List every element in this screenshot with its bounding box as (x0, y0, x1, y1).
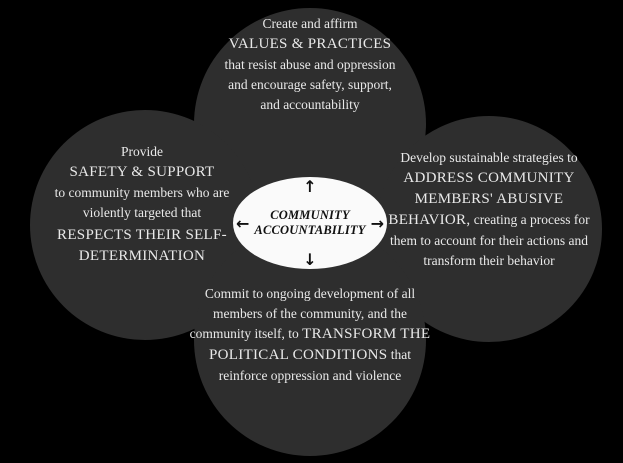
top-emphasis-text: VALUES & PRACTICES (228, 36, 392, 52)
text-address-behavior: Develop sustainable strategies to ADDRES… (381, 148, 597, 271)
text-transform-conditions: Commit to ongoing development of all mem… (185, 284, 435, 386)
center-row: ← COMMUNITY ACCOUNTABILITY → (236, 208, 384, 238)
center-title-line2: ACCOUNTABILITY (254, 223, 366, 237)
bottom-post-text: that reinforce oppression and violence (218, 347, 411, 383)
bottom-pre-text: Commit to ongoing development of all mem… (189, 286, 416, 341)
right-post-text: creating a process for them to account f… (390, 212, 590, 268)
text-safety-support: Provide SAFETY & SUPPORT to community me… (32, 142, 252, 267)
text-values-practices: Create and affirm VALUES & PRACTICES tha… (205, 14, 415, 115)
arrow-right-icon: → (370, 213, 384, 233)
center-ellipse: ↑ ← COMMUNITY ACCOUNTABILITY → ↓ (233, 177, 387, 269)
bottom-emphasis-text: TRANSFORM THE POLITICAL CONDITIONS (209, 326, 431, 363)
center-title-line1: COMMUNITY (270, 208, 350, 222)
arrow-down-icon: ↓ (303, 250, 317, 269)
arrow-up-icon: ↑ (303, 177, 317, 196)
top-pre-text: Create and affirm (262, 16, 358, 31)
arrow-left-icon: ← (236, 213, 250, 233)
left-emphasis2-text: RESPECTS THEIR SELF-DETERMINATION (57, 227, 227, 264)
center-title: COMMUNITY ACCOUNTABILITY (254, 208, 365, 238)
left-pre-text: Provide (121, 144, 163, 159)
right-pre-text: Develop sustainable strategies to (400, 150, 578, 165)
left-emphasis-text: SAFETY & SUPPORT (69, 164, 215, 180)
top-post-text: that resist abuse and oppression and enc… (224, 57, 396, 112)
left-mid-text: to community members who are violently t… (54, 185, 230, 220)
right-emphasis-text: ADDRESS COMMUNITY MEMBERS' ABUSIVE BEHAV… (388, 170, 575, 228)
